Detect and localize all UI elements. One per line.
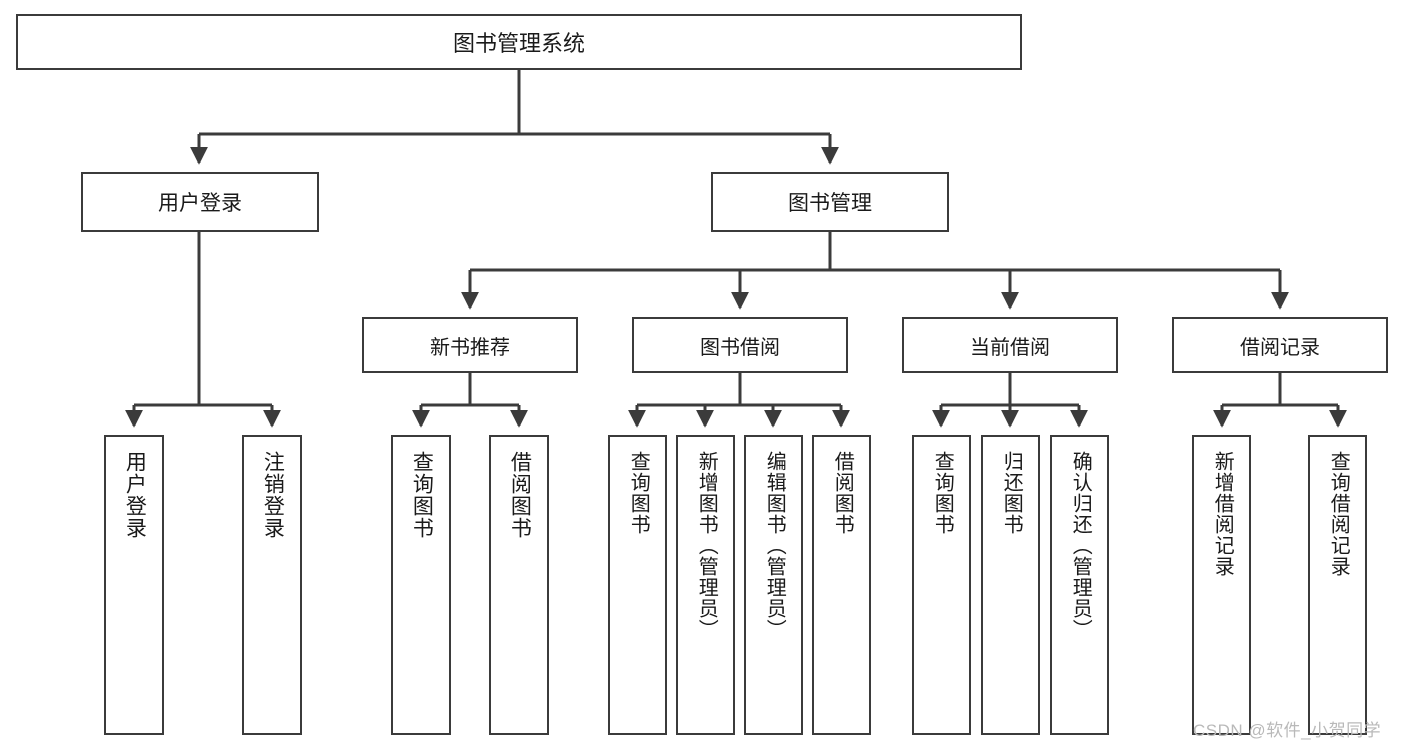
node-leaf-edit-book[interactable]: 编辑图书（管理员） <box>744 435 803 735</box>
node-leaf-return-book-label: 归还图书 <box>1000 451 1023 535</box>
node-leaf-return-book[interactable]: 归还图书 <box>981 435 1040 735</box>
node-leaf-confirm-return[interactable]: 确认归还（管理员） <box>1050 435 1109 735</box>
node-leaf-confirm-return-label: 确认归还（管理员） <box>1069 451 1092 640</box>
node-leaf-edit-book-label: 编辑图书（管理员） <box>763 451 786 640</box>
node-leaf-user-logout[interactable]: 注销登录 <box>242 435 302 735</box>
node-leaf-user-logout-label: 注销登录 <box>261 451 285 539</box>
node-leaf-user-login[interactable]: 用户登录 <box>104 435 164 735</box>
node-book-management[interactable]: 图书管理 <box>711 172 949 232</box>
node-current-borrow[interactable]: 当前借阅 <box>902 317 1118 373</box>
node-leaf-query-book-1[interactable]: 查询图书 <box>391 435 451 735</box>
node-leaf-borrow-book-1[interactable]: 借阅图书 <box>489 435 549 735</box>
csdn-watermark: CSDN @软件_小贺同学 <box>1193 721 1382 740</box>
node-leaf-borrow-book-2-label: 借阅图书 <box>831 451 854 535</box>
node-new-book-recommend[interactable]: 新书推荐 <box>362 317 578 373</box>
node-leaf-query-book-2[interactable]: 查询图书 <box>608 435 667 735</box>
node-leaf-query-record-label: 查询借阅记录 <box>1327 451 1350 577</box>
node-leaf-add-record-label: 新增借阅记录 <box>1211 451 1234 577</box>
node-leaf-borrow-book-1-label: 借阅图书 <box>508 451 532 539</box>
node-borrow-record[interactable]: 借阅记录 <box>1172 317 1388 373</box>
node-book-borrow[interactable]: 图书借阅 <box>632 317 848 373</box>
node-leaf-add-book-label: 新增图书（管理员） <box>695 451 718 640</box>
node-leaf-query-book-3[interactable]: 查询图书 <box>912 435 971 735</box>
node-leaf-user-login-label: 用户登录 <box>123 451 147 539</box>
node-root-system[interactable]: 图书管理系统 <box>16 14 1022 70</box>
node-leaf-add-record[interactable]: 新增借阅记录 <box>1192 435 1251 735</box>
node-leaf-query-book-1-label: 查询图书 <box>410 451 434 539</box>
node-leaf-query-book-2-label: 查询图书 <box>627 451 650 535</box>
node-user-login[interactable]: 用户登录 <box>81 172 319 232</box>
node-leaf-query-book-3-label: 查询图书 <box>931 451 954 535</box>
node-leaf-query-record[interactable]: 查询借阅记录 <box>1308 435 1367 735</box>
node-leaf-add-book[interactable]: 新增图书（管理员） <box>676 435 735 735</box>
node-leaf-borrow-book-2[interactable]: 借阅图书 <box>812 435 871 735</box>
